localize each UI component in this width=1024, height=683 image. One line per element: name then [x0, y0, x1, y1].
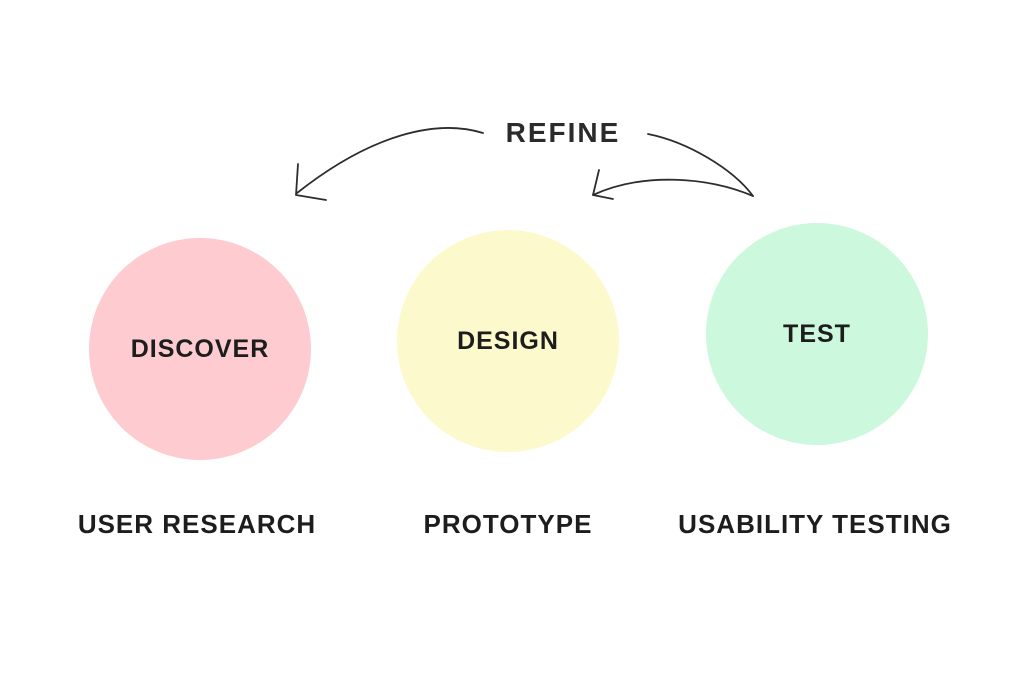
stage-sub-label-user-research: USER RESEARCH: [77, 509, 317, 539]
stage-circle-discover: DISCOVER: [89, 238, 311, 460]
refine-title: REFINE: [505, 117, 621, 148]
stage-circle-label-discover: DISCOVER: [130, 334, 270, 363]
stage-sub-label-usability-testing: USABILITY TESTING: [678, 509, 952, 539]
stage-circle-test: TEST: [706, 223, 928, 445]
stage-circle-label-test: TEST: [783, 319, 851, 348]
curved-arrow-left-icon: [295, 127, 484, 201]
stage-circle-design: DESIGN: [397, 230, 619, 452]
stage-sub-label-prototype: PROTOTYPE: [423, 509, 593, 539]
stage-circle-label-design: DESIGN: [457, 326, 559, 355]
